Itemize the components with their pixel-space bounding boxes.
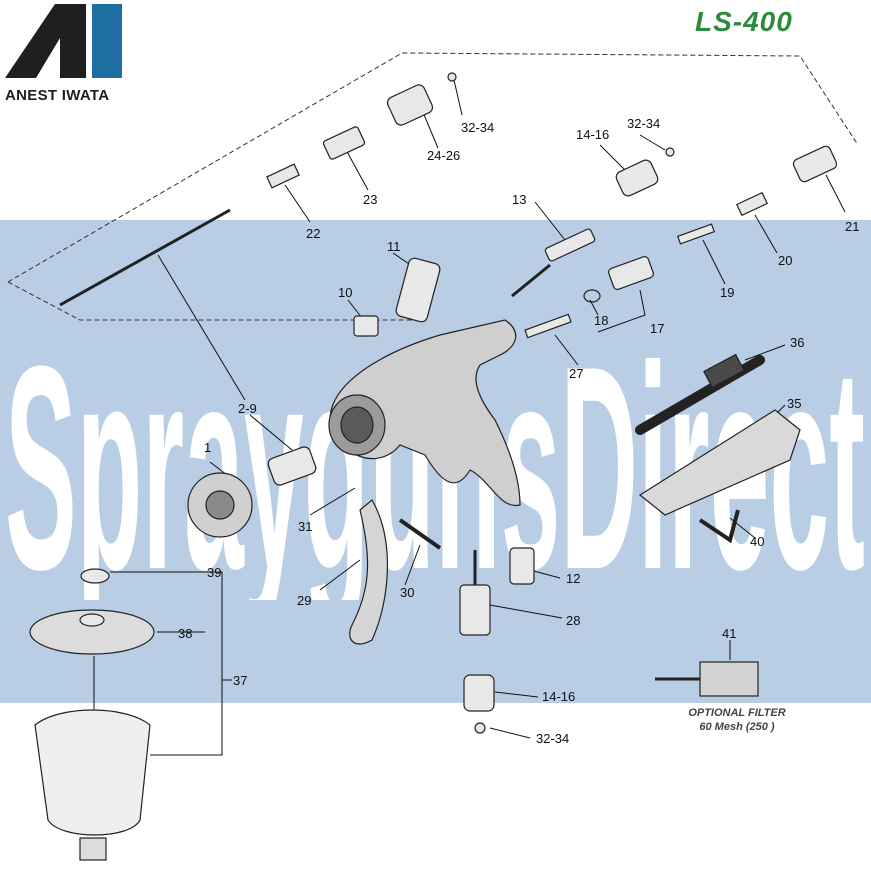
- callout-27: 27: [569, 366, 584, 381]
- needle-rod: [59, 208, 231, 307]
- cup-37: [34, 709, 151, 836]
- callout-18: 18: [594, 313, 609, 328]
- callout-19: 19: [720, 285, 735, 300]
- hex-key-40: [698, 509, 740, 544]
- part-11: [395, 257, 441, 323]
- optional-filter-title: OPTIONAL FILTER: [688, 707, 786, 719]
- callout-32-34-bottom: 32-34: [536, 731, 570, 746]
- filter-41: [699, 661, 759, 697]
- callout-28: 28: [566, 613, 581, 628]
- callout-38: 38: [178, 626, 193, 641]
- callout-41: 41: [722, 626, 737, 641]
- callout-36: 36: [790, 335, 805, 350]
- callout-13: 13: [512, 192, 527, 207]
- callout-11: 11: [387, 239, 401, 254]
- callout-12: 12: [566, 571, 581, 586]
- screw-top: [447, 72, 457, 82]
- trigger-29: [349, 499, 389, 645]
- part-12: [509, 547, 535, 585]
- part-10: [353, 315, 379, 337]
- optional-filter-mesh: 60 Mesh (250 ): [699, 721, 775, 733]
- callout-35: 35: [787, 396, 802, 411]
- part-28: [459, 584, 491, 636]
- part-39: [80, 568, 110, 584]
- callout-21: 21: [845, 219, 860, 234]
- callout-23: 23: [363, 192, 378, 207]
- spring-22: [266, 163, 300, 189]
- part-17: [608, 256, 654, 290]
- anest-iwata-logo: [5, 4, 122, 78]
- knob-14-16-top: [615, 159, 659, 197]
- wrench-35: [638, 409, 801, 516]
- part-21: [792, 145, 838, 183]
- callout-17: 17: [650, 321, 665, 336]
- callout-14-16-bottom: 14-16: [542, 689, 576, 704]
- lid-38: [29, 609, 155, 655]
- pin-19: [676, 223, 716, 245]
- callout-29: 29: [297, 593, 312, 608]
- oring-18: [583, 289, 601, 303]
- pin-27: [524, 313, 572, 339]
- knob-24-26: [386, 84, 434, 126]
- callout-32-34-mid: 32-34: [627, 116, 661, 131]
- brand-name: ANEST IWATA: [5, 87, 110, 104]
- valve-13: [544, 228, 596, 262]
- assembly-outline: [7, 52, 859, 321]
- callout-2-9: 2-9: [238, 401, 257, 416]
- callout-14-16-top: 14-16: [576, 127, 610, 142]
- callout-1: 1: [204, 440, 212, 455]
- part-23: [322, 126, 366, 160]
- callout-20: 20: [778, 253, 793, 268]
- callout-30: 30: [400, 585, 415, 600]
- callout-32-34-top: 32-34: [461, 120, 495, 135]
- callout-40: 40: [750, 534, 765, 549]
- callout-10: 10: [338, 285, 353, 300]
- callout-37: 37: [233, 673, 248, 688]
- callout-22: 22: [306, 226, 321, 241]
- model-title: LS-400: [695, 6, 793, 37]
- knob-14-16-bottom: [463, 674, 495, 712]
- gun-body: [329, 319, 521, 507]
- callout-24-26: 24-26: [427, 148, 461, 163]
- parts-drawing: [29, 72, 838, 861]
- callout-31: 31: [298, 519, 313, 534]
- nozzle-2-9: [267, 446, 317, 486]
- spring-20: [735, 191, 769, 217]
- callout-39: 39: [207, 565, 222, 580]
- optional-filter-caption: OPTIONAL FILTER 60 Mesh (250 ): [672, 706, 802, 734]
